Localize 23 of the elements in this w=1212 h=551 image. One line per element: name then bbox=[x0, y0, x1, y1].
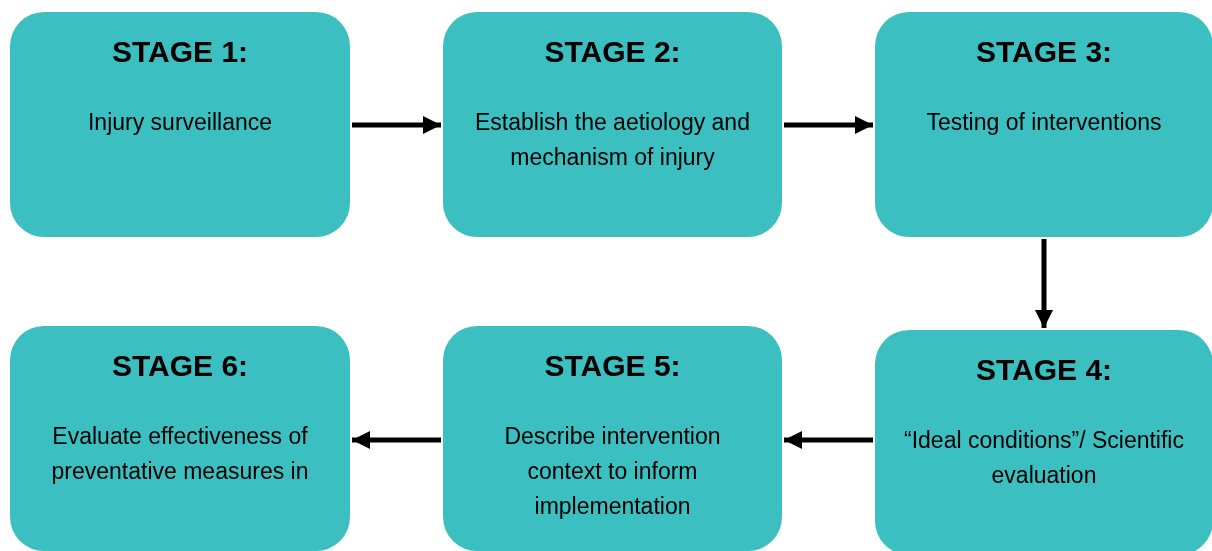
stage-description: Describe intervention context to inform implementation bbox=[503, 422, 722, 521]
arrow bbox=[352, 116, 441, 134]
stage-title: STAGE 3: bbox=[975, 35, 1113, 69]
stage-title: STAGE 5: bbox=[544, 349, 681, 383]
stage-box bbox=[10, 12, 350, 237]
stage-box bbox=[10, 326, 350, 551]
stage-title: STAGE 1: bbox=[111, 35, 249, 69]
stage-box bbox=[443, 12, 782, 237]
arrow bbox=[784, 116, 873, 134]
arrow bbox=[1035, 239, 1053, 328]
stage-box bbox=[443, 326, 782, 551]
stage-title: STAGE 6: bbox=[111, 349, 249, 383]
stage-title: STAGE 2: bbox=[544, 35, 681, 69]
stage-description: Establish the aetiology and mechanism of injury bbox=[474, 108, 751, 172]
stage-description: Injury surveillance bbox=[86, 108, 274, 137]
stage-title: STAGE 4: bbox=[975, 353, 1113, 387]
stage-box bbox=[875, 12, 1212, 237]
stage-box bbox=[875, 330, 1212, 551]
stage-description: Evaluate effectiveness of preventative measures in bbox=[50, 422, 310, 486]
arrow bbox=[784, 431, 873, 449]
arrow bbox=[352, 431, 441, 449]
stage-description: Testing of interventions bbox=[925, 108, 1163, 137]
stage-description: “Ideal conditions”/ Scientific evaluation bbox=[903, 426, 1185, 490]
